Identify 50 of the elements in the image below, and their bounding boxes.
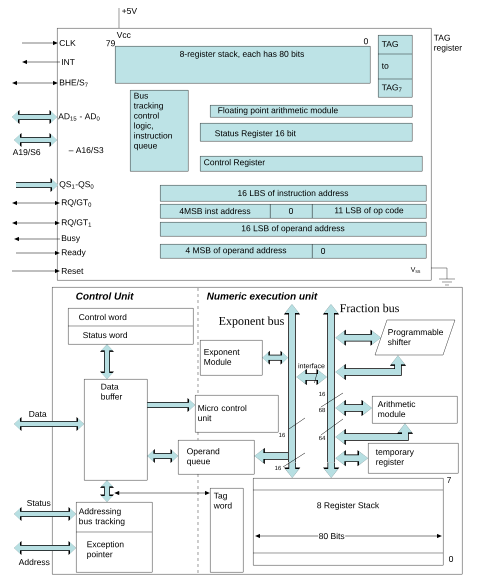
pin-label: Reset (62, 268, 84, 274)
module-box: Arithmetic module (372, 396, 458, 424)
wide-arrow (14, 541, 76, 555)
module-box: Exponent Module (200, 340, 262, 376)
addressing-box: Addressing bus tracking Exception pointer (76, 502, 152, 572)
wide-arrow (12, 110, 57, 124)
pin-label: Busy (62, 235, 80, 243)
register-field: 4 MSB of operand address (160, 244, 312, 258)
pin-label: RQ/GT$_{0}$ (62, 199, 92, 207)
edge-label: Status (26, 499, 52, 506)
control-unit-box: Micro control unit (195, 395, 278, 432)
register-box: temporary register (368, 443, 458, 474)
pin-label: Ready (62, 249, 86, 257)
bit-index-label: 0 (449, 556, 454, 562)
bit-index-label: 79 (106, 40, 115, 46)
pin-label: Vcc (116, 32, 131, 38)
bit-index-label: 0 (364, 38, 368, 44)
wide-arrow (14, 133, 57, 147)
tag-register-box: TAG to TAG$_{7}$ (378, 35, 412, 98)
shifter-parallelogram: Programmable shifter (374, 320, 456, 356)
supply-label: +5V (122, 8, 138, 14)
bus-label: Fraction bus (340, 304, 399, 312)
pin-label: BHE/S$_{7}$ (60, 79, 88, 87)
tag-word-box: Tag word (210, 488, 244, 572)
pin-label: QS$_{1}$-QS$_{0}$ (60, 181, 94, 189)
wide-arrow (14, 417, 84, 431)
edge-label: Data (28, 410, 48, 418)
register-box: Control Register (200, 156, 422, 172)
register-field: 0 (270, 204, 312, 218)
pin-label: – A16/S3 (68, 146, 104, 154)
pin-label: CLK (60, 40, 76, 46)
register-label: TAG register (434, 34, 462, 52)
register-field: 0 (312, 244, 426, 258)
pin-label: AD$_{15}$ - AD$_{0}$ (58, 113, 100, 121)
register-stack-box: 8-register stack, each has 80 bits (115, 46, 370, 84)
register-field: 16 LSB of operand address (160, 222, 426, 236)
pin-label: INT (62, 59, 75, 65)
module-box: Floating point arithmetic module (210, 105, 412, 118)
bit-index-label: 7 (447, 477, 451, 483)
register-box: Status Register 16 bit (200, 123, 412, 142)
edge-label: A19/S6 (12, 148, 42, 156)
logic-box: Bus tracking control logic, instruction queue (130, 90, 188, 172)
buffer-box: Data buffer (84, 379, 148, 480)
queue-box: Operand queue (178, 440, 254, 474)
edge-label: Address (18, 558, 50, 566)
wide-arrow (14, 507, 76, 521)
word-register-box: Control word Status word (68, 308, 194, 344)
bus-label: Exponent bus (218, 316, 284, 328)
register-field: 16 LBS of instruction address (160, 185, 426, 202)
pin-label: RQ/GT$_{1}$ (62, 219, 92, 227)
